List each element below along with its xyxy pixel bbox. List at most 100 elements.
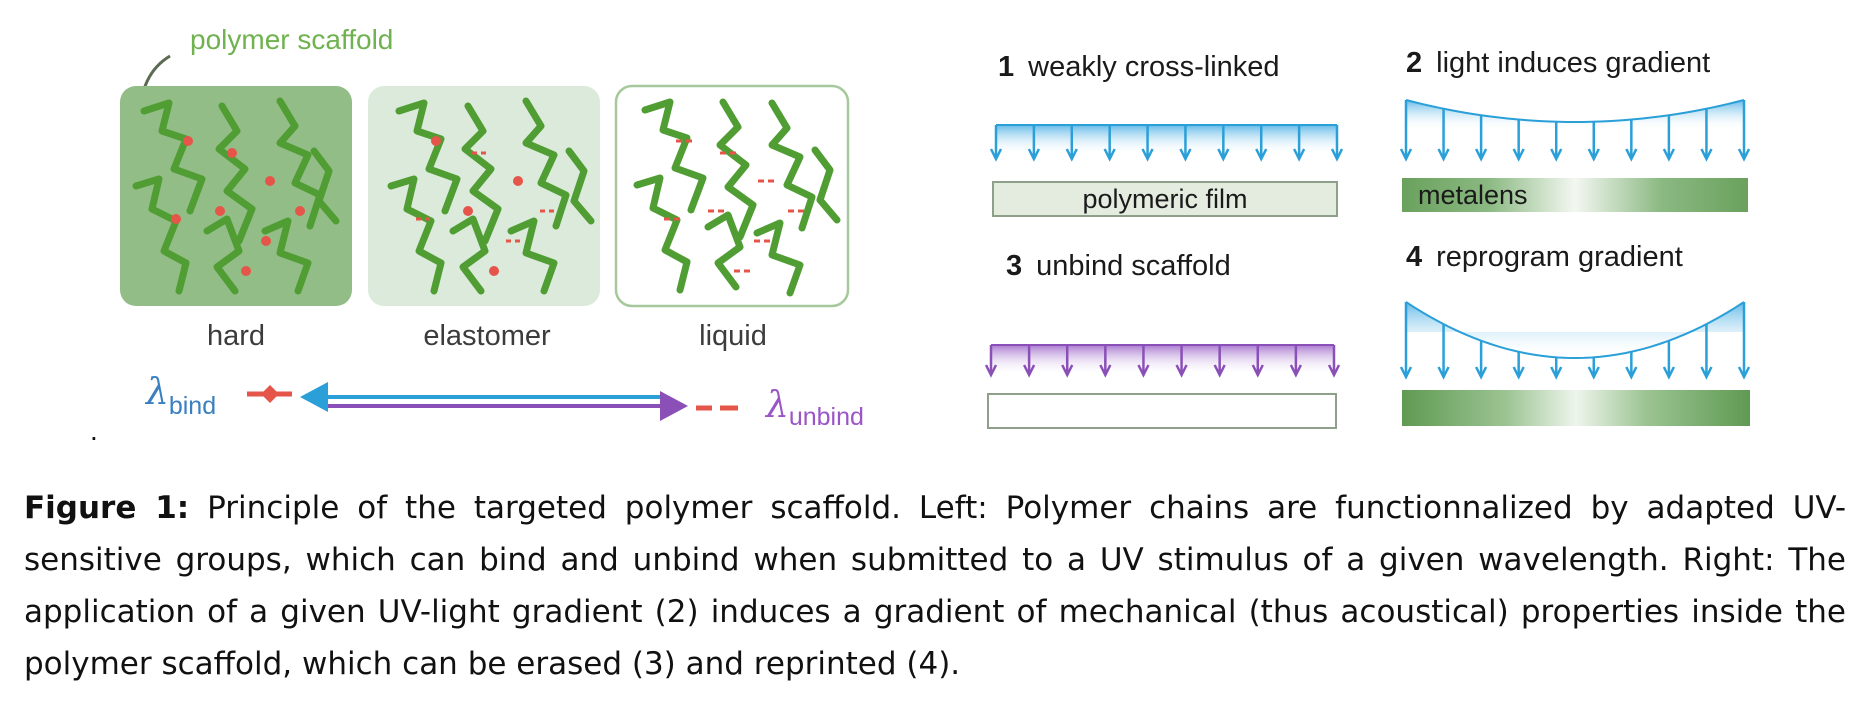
state-label-hard: hard [207,320,265,352]
polymer-chain [461,102,502,245]
crosslink [431,136,441,146]
bound-link-icon [247,385,292,403]
uv-ray-arrowhead-icon [1217,148,1230,162]
polymer-chain [449,215,489,295]
figure-graphic: polymer scaffold hard elastomer liquid λ… [90,24,1751,446]
uv-ray-arrowhead-icon [1662,148,1676,162]
lambda-bind-label: λbind [144,372,216,420]
uv-ray-arrowhead-icon [1022,364,1036,378]
polymer-chain [565,147,595,225]
uv-intensity-band [991,345,1334,375]
uv-ray-arrowhead-icon [989,148,1003,162]
uv-ray-arrowhead-icon [1103,148,1116,162]
polymer-chain [395,99,461,215]
crosslink [227,148,237,158]
unbind-uv-light [984,344,1341,378]
uv-intensity-band [1406,100,1744,130]
crosslink [183,136,193,146]
polymer-chain [753,219,804,297]
uv-ray-arrowhead-icon [1027,148,1041,162]
uv-intensity-band [996,125,1337,155]
crosslink [295,206,305,216]
crosslink [463,206,473,216]
uv-ray-arrowhead-icon [1399,366,1413,380]
polymer-chain [811,146,841,224]
uv-ray-arrowhead-icon [1474,148,1488,162]
caption-label: Figure 1: [24,490,190,526]
unbind-subscript: unbind [789,403,864,431]
uv-ray-arrowhead-icon [1737,366,1751,380]
crosslink [171,214,181,224]
uv-ray-arrowhead-icon [1099,364,1112,378]
gradient-uv-light [1399,99,1751,162]
uv-ray-arrowhead-icon [1700,366,1713,380]
uv-ray-arrowhead-icon [1330,148,1344,162]
step-3-title: 3 unbind scaffold [1006,250,1231,282]
crosslink [489,266,499,276]
uv-ray-arrowhead-icon [1512,148,1525,162]
uv-ray-arrowhead-icon [1251,364,1264,378]
crosslink [265,176,275,186]
step-2-title: 2 light induces gradient [1406,47,1710,79]
polymer-chain [704,211,744,291]
uv-ray-arrowhead-icon [1175,364,1188,378]
polymer-chain [507,217,558,295]
uv-ray-arrowhead-icon [1137,364,1150,378]
polymer-chain [641,98,707,214]
uv-ray-arrowhead-icon [1737,148,1751,162]
uv-ray-arrowhead-icon [1625,366,1638,380]
step-2-text: light induces gradient [1436,47,1710,79]
state-label-liquid: liquid [699,320,767,352]
metalens-film [1402,178,1748,212]
uv-ray-arrowhead-icon [1255,148,1268,162]
uv-band-edge [1405,99,1745,124]
step-4-title: 4 reprogram gradient [1406,241,1683,273]
metalens-label: metalens [1418,180,1528,210]
step-1-text: weakly cross-linked [1027,51,1279,83]
uv-ray-arrowhead-icon [1061,364,1074,378]
polymer-chain [768,99,816,232]
step-3-number: 3 [1006,250,1022,282]
step-2-number: 2 [1406,47,1422,79]
crosslink [261,236,271,246]
uv-ray-arrowhead-icon [1292,148,1306,162]
uv-ray-arrowhead-icon [1550,366,1563,380]
uv-ray-arrowhead-icon [1587,366,1600,380]
figure-caption: Figure 1: Principle of the targeted poly… [24,482,1846,690]
left-panel: polymer scaffold hard elastomer liquid λ… [90,24,864,446]
uv-ray-arrowhead-icon [1625,148,1638,162]
polymer-chain [203,215,243,295]
polymeric-film-label: polymeric film [1082,184,1247,214]
uv-ray-arrowhead-icon [1437,148,1450,162]
bind-subscript: bind [169,392,216,420]
wavelength-double-arrow-icon [300,382,688,421]
polymer-chain [716,98,757,241]
crosslink [215,206,225,216]
uv-ray-arrowhead-icon [1399,148,1413,162]
uv-ray-arrowhead-icon [1179,148,1192,162]
uv-ray-arrowhead-icon [1141,148,1154,162]
lambda-symbol: λ [764,385,789,426]
uv-ray-arrowhead-icon [1437,366,1450,380]
reprogram-uv-light [1399,301,1751,380]
step-3-text: unbind scaffold [1036,250,1231,282]
lambda-symbol: λ [144,372,169,413]
uv-ray-arrowhead-icon [984,364,998,378]
polymer-scaffold-callout: polymer scaffold [190,24,393,55]
crosslink [241,266,251,276]
step-4-number: 4 [1406,241,1422,273]
uniform-uv-light [989,124,1344,162]
uv-ray-arrowhead-icon [1587,148,1600,162]
polymer-chain [261,217,312,295]
uv-ray-arrowhead-icon [1700,148,1713,162]
uv-band-edge [1405,301,1745,360]
crosslink [513,176,523,186]
uv-ray-arrowhead-icon [1662,366,1676,380]
erased-film [987,393,1337,429]
polymer-chain [215,102,256,245]
step-4-text: reprogram gradient [1436,241,1683,273]
stray-dot: . [90,415,98,446]
uv-ray-arrowhead-icon [1327,364,1341,378]
